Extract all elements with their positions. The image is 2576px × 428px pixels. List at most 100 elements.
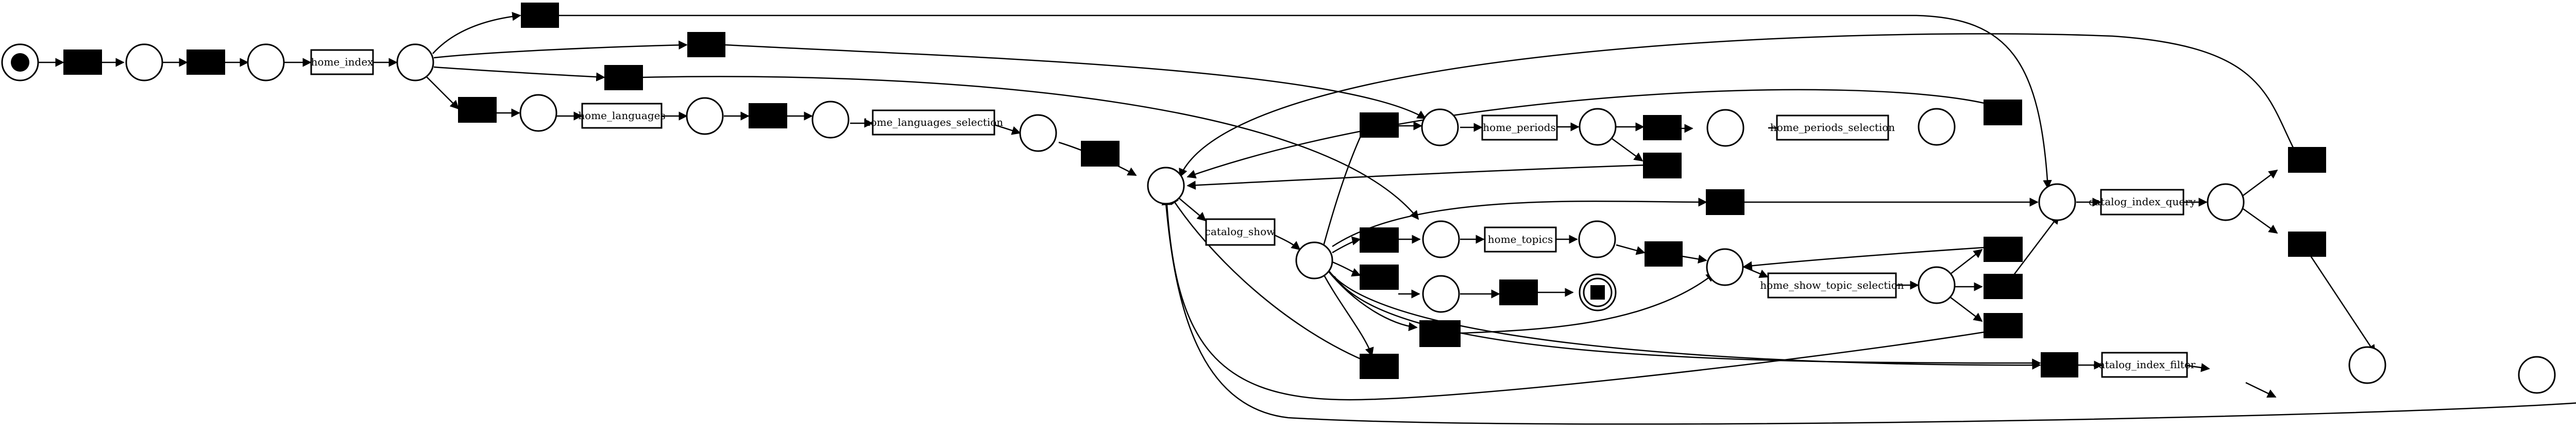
edge <box>1162 196 1988 401</box>
place <box>1019 114 1057 152</box>
edge <box>1742 266 1769 278</box>
silent-transitions <box>63 3 2326 379</box>
place <box>1918 108 1956 146</box>
silent-transition <box>2288 147 2326 173</box>
edge <box>433 66 605 81</box>
edge <box>1161 196 2576 425</box>
silent-transition <box>1984 237 2023 262</box>
silent-transition <box>604 65 643 90</box>
place <box>519 94 557 132</box>
silent-transition <box>458 97 497 123</box>
silent-transition <box>187 50 225 75</box>
place <box>247 43 285 81</box>
transition-label: home_languages_selection <box>864 116 1003 128</box>
edge <box>2243 208 2278 234</box>
place <box>1706 248 1744 286</box>
transition-label: home_periods <box>1483 121 1555 134</box>
transition-home-show-topic-selection: home_show_topic_selection <box>1760 272 1904 299</box>
place <box>1422 275 1460 313</box>
silent-transition <box>1360 227 1399 253</box>
end-token-icon <box>1590 285 1605 300</box>
edge <box>1743 246 1985 271</box>
place <box>1295 241 1333 279</box>
edge <box>1606 134 1643 162</box>
edge <box>2243 169 2278 196</box>
edge <box>1682 254 1707 264</box>
transition-label: home_languages <box>578 109 665 122</box>
place <box>396 43 434 81</box>
start-token-icon <box>11 53 29 72</box>
edge <box>642 76 1419 220</box>
edge <box>1329 271 2041 370</box>
silent-transition <box>521 3 559 28</box>
labeled-transitions: home_index home_languages home_languages… <box>310 49 2196 378</box>
place <box>2348 346 2386 384</box>
transition-label: catalog_show <box>1205 225 1276 238</box>
transition-catalog-show: catalog_show <box>1205 218 1276 246</box>
place <box>1421 108 1459 146</box>
silent-transition <box>1360 112 1399 138</box>
silent-transition <box>1645 241 1683 267</box>
place <box>2518 356 2556 394</box>
place <box>811 101 850 139</box>
place <box>1706 109 1744 147</box>
edges <box>39 12 2576 425</box>
edge <box>1333 276 2041 368</box>
edge <box>432 12 521 54</box>
silent-transition <box>1499 279 1538 305</box>
place <box>1579 108 1617 146</box>
silent-transition <box>63 50 102 75</box>
edge <box>1332 197 1707 248</box>
silent-transition <box>749 103 787 128</box>
transition-home-index: home_index <box>310 49 374 75</box>
transition-label: home_topics <box>1488 233 1553 245</box>
edge <box>724 44 1427 120</box>
edge <box>1187 164 1648 190</box>
edge <box>1326 269 1418 332</box>
transition-home-topics: home_topics <box>1484 226 1557 253</box>
edge <box>2187 363 2210 372</box>
edge <box>1332 236 1361 254</box>
place <box>686 97 724 135</box>
transition-label: home_periods_selection <box>1770 121 1895 134</box>
transition-label: home_show_topic_selection <box>1760 279 1904 291</box>
transition-home-languages-selection: home_languages_selection <box>864 109 1003 136</box>
silent-transition <box>1706 189 1744 215</box>
silent-transition <box>1360 354 1399 379</box>
silent-transition <box>2288 232 2326 257</box>
place <box>2207 183 2245 221</box>
transition-label: home_index <box>311 56 374 68</box>
edge <box>1187 89 1985 179</box>
place <box>1578 220 1616 258</box>
edge <box>1616 244 1646 255</box>
silent-transition <box>1419 320 1461 347</box>
silent-transition <box>2041 352 2078 377</box>
silent-transition <box>1360 265 1399 290</box>
edge <box>1332 261 1361 277</box>
place <box>2038 183 2076 221</box>
silent-transition <box>1643 153 1682 178</box>
edge <box>2245 382 2277 398</box>
silent-transition <box>687 32 725 57</box>
edge <box>1274 234 1301 251</box>
silent-transition <box>1984 100 2022 125</box>
edge <box>1179 33 2298 178</box>
edge <box>1322 273 1374 357</box>
silent-transition <box>1984 313 2023 338</box>
edge <box>1945 293 1983 322</box>
place <box>1918 266 1956 304</box>
transition-home-languages: home_languages <box>578 103 666 129</box>
edge <box>1170 195 1372 365</box>
edge <box>1460 272 1716 334</box>
silent-transition <box>1081 141 1120 167</box>
edge <box>994 124 1021 135</box>
places <box>1 43 2556 394</box>
transition-label: catalog_index_filter <box>2093 358 2196 371</box>
transition-home-periods: home_periods <box>1481 114 1558 141</box>
transition-catalog-index-filter: catalog_index_filter <box>2093 352 2196 378</box>
edge <box>1945 249 1983 278</box>
transition-catalog-index-query: catalog_index_query <box>2089 189 2196 216</box>
silent-transition <box>1643 115 1682 140</box>
edge <box>2011 215 2060 278</box>
